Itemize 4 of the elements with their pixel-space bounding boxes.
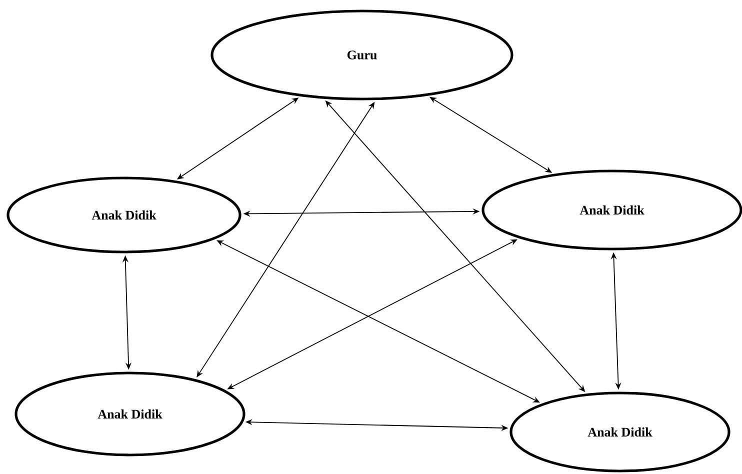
ellipse-node: Anak Didik — [6, 176, 242, 254]
ellipse-node: Guru — [210, 10, 514, 100]
ellipse-node: Anak Didik — [510, 392, 730, 472]
ellipse-node: Anak Didik — [14, 372, 246, 456]
